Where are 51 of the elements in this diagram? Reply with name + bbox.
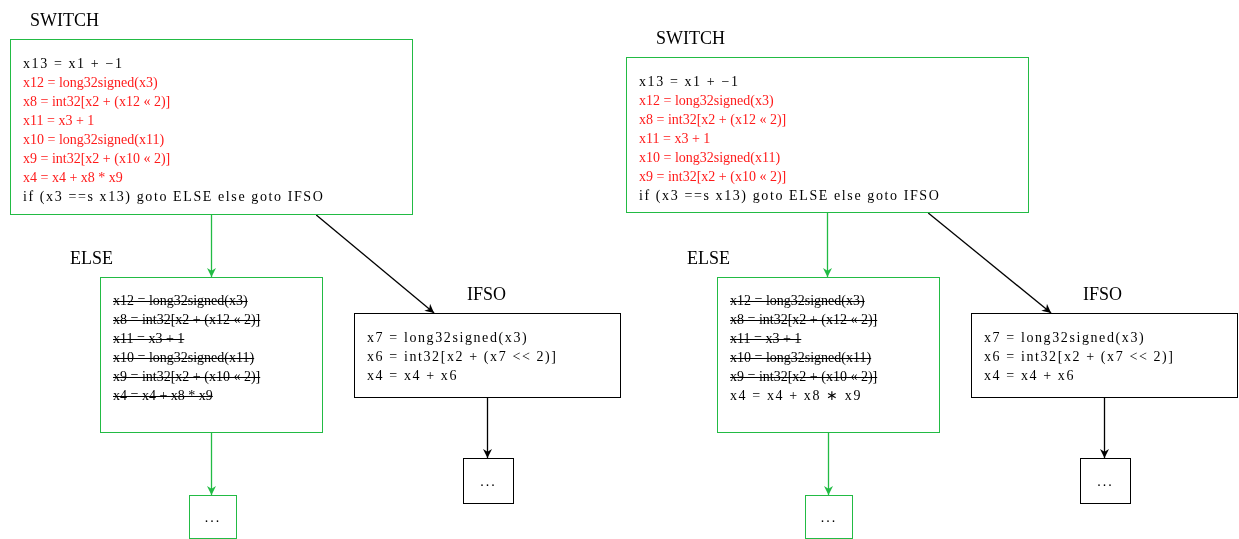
code-line: x9 = int32[x2 + (x10 « 2)] (23, 150, 171, 168)
code-line: x6 = int32[x2 + (x7 << 2)] (367, 348, 558, 366)
block-heading: SWITCH (30, 11, 99, 29)
code-line: x12 = long32signed(x3) (113, 292, 248, 310)
code-line: x9 = int32[x2 + (x10 « 2)] (639, 168, 787, 186)
code-line: x10 = long32signed(x11) (730, 349, 872, 367)
code-line: if (x3 ==s x13) goto ELSE else goto IFSO (639, 187, 941, 205)
code-line: x13 = x1 + −1 (639, 73, 740, 91)
code-line: x11 = x3 + 1 (639, 130, 711, 148)
code-line: x8 = int32[x2 + (x12 « 2)] (113, 311, 261, 329)
code-line: x10 = long32signed(x11) (23, 131, 165, 149)
block-heading: ELSE (687, 249, 730, 267)
code-line: x11 = x3 + 1 (730, 330, 802, 348)
block-heading: IFSO (1083, 285, 1122, 303)
code-line: x8 = int32[x2 + (x12 « 2)] (23, 93, 171, 111)
arrow (823, 212, 832, 278)
code-line: x4 = x4 + x8 ∗ x9 (730, 387, 862, 405)
code-line: x11 = x3 + 1 (23, 112, 95, 130)
code-line: x10 = long32signed(x11) (639, 149, 781, 167)
arrow (207, 214, 216, 278)
arrow (483, 397, 492, 459)
code-line: x11 = x3 + 1 (113, 330, 185, 348)
code-line: x7 = long32signed(x3) (984, 329, 1146, 347)
code-line: x12 = long32signed(x3) (639, 92, 774, 110)
code-line: x10 = long32signed(x11) (113, 349, 255, 367)
code-line: x12 = long32signed(x3) (730, 292, 865, 310)
code-line: x7 = long32signed(x3) (367, 329, 529, 347)
code-line: x4 = x4 + x6 (367, 367, 458, 385)
block-heading: SWITCH (656, 29, 725, 47)
arrow (1100, 397, 1109, 459)
code-line: x9 = int32[x2 + (x10 « 2)] (730, 368, 878, 386)
code-line: x12 = long32signed(x3) (23, 74, 158, 92)
code-line: x9 = int32[x2 + (x10 « 2)] (113, 368, 261, 386)
code-line: x13 = x1 + −1 (23, 55, 124, 73)
code-line: x8 = int32[x2 + (x12 « 2)] (639, 111, 787, 129)
ellipsis-text: ... (820, 508, 838, 527)
code-line: if (x3 ==s x13) goto ELSE else goto IFSO (23, 188, 325, 206)
code-line: x4 = x4 + x6 (984, 367, 1075, 385)
arrow (824, 432, 833, 496)
ellipsis-text: ... (204, 508, 222, 527)
arrow (315, 214, 435, 314)
code-line: x4 = x4 + x8 * x9 (23, 169, 123, 187)
block-heading: IFSO (467, 285, 506, 303)
arrow (207, 432, 216, 496)
ellipsis-text: ... (1097, 472, 1114, 491)
code-line: x4 = x4 + x8 * x9 (113, 387, 213, 405)
code-line: x8 = int32[x2 + (x12 « 2)] (730, 311, 878, 329)
arrow (927, 212, 1052, 314)
ellipsis-text: ... (480, 472, 497, 491)
code-line: x6 = int32[x2 + (x7 << 2)] (984, 348, 1175, 366)
block-heading: ELSE (70, 249, 113, 267)
